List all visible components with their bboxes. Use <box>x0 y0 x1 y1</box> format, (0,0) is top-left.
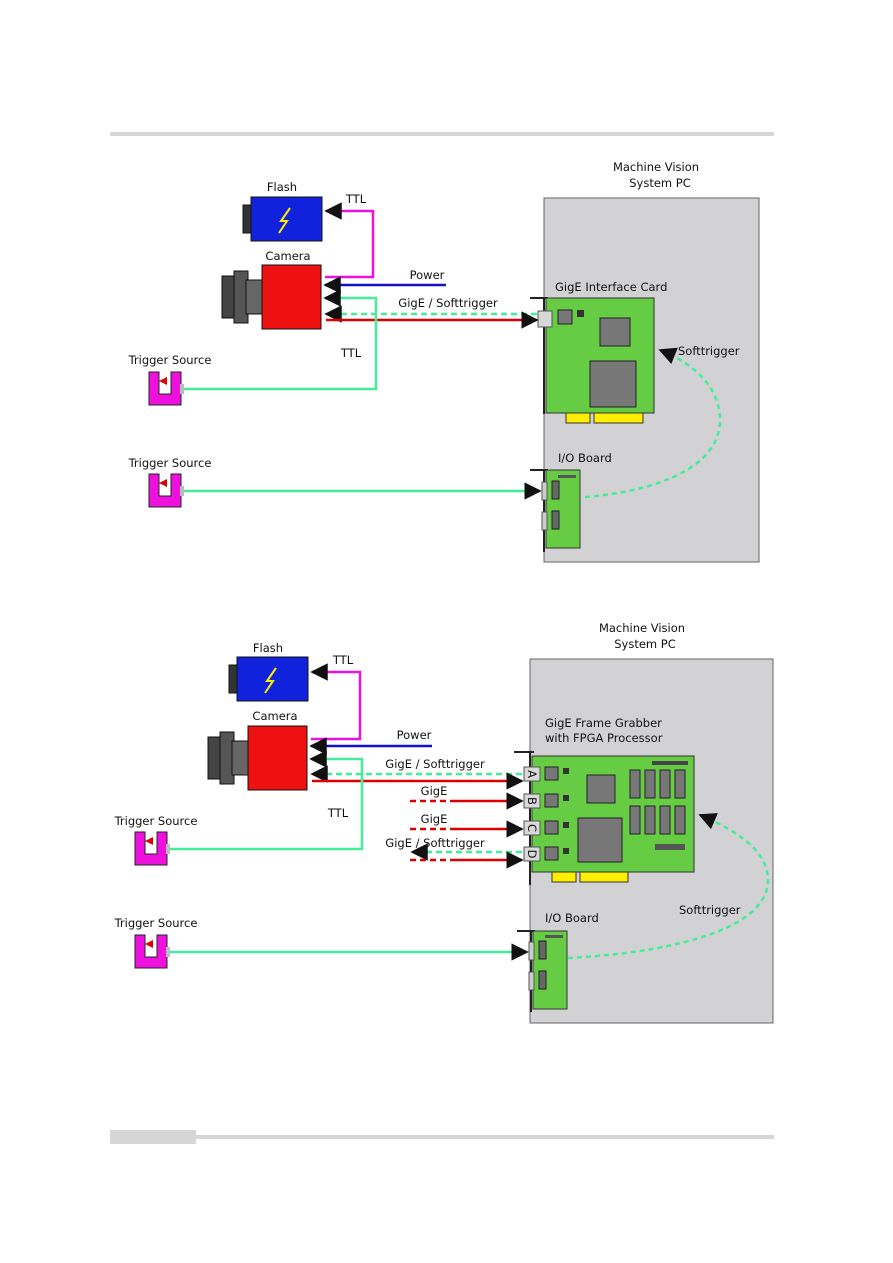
port-b-label: B <box>525 797 539 805</box>
footer-tab <box>110 1130 196 1144</box>
camera <box>261 264 322 330</box>
camera-label: Camera <box>265 249 310 263</box>
card-chip-small <box>557 309 573 325</box>
grabber-strip-top <box>652 761 688 765</box>
io-chip-1 <box>551 480 560 500</box>
io2-chip-2 <box>538 970 547 990</box>
trigger-ttl-label: TTL <box>340 346 362 360</box>
softtrigger-label: Softtrigger <box>678 344 740 358</box>
io2-chip-bar <box>545 935 563 938</box>
flash2-label: Flash <box>253 641 283 655</box>
card-edge-connector-2 <box>593 412 644 424</box>
gige-softtrigger-label: GigE / Softtrigger <box>398 296 498 310</box>
grabber-fpga <box>577 817 623 863</box>
card-chip-big <box>589 360 637 408</box>
trigger-ttl-line <box>182 289 378 391</box>
card-port <box>537 310 553 328</box>
flash-bolt-icon <box>278 207 291 234</box>
trigger-source-1-icon <box>148 371 184 406</box>
card-chip-mid <box>599 317 631 347</box>
interface-card-label: GigE Interface Card <box>555 280 667 294</box>
trigger2-source-1-label: Trigger Source <box>114 814 198 828</box>
io2-port-1 <box>528 941 535 961</box>
trigger2-source-2-icon <box>134 934 170 969</box>
port-a-label: A <box>525 770 539 778</box>
flash-ttl-line <box>324 202 375 279</box>
trigger-source-2-icon <box>148 473 184 508</box>
grabber-port-c: C <box>523 820 569 836</box>
camera2-label: Camera <box>252 709 297 723</box>
power-label: Power <box>410 268 445 282</box>
softtrigger2-label: Softtrigger <box>679 903 741 917</box>
pc2-title-line1: Machine Vision <box>599 621 685 635</box>
io-port-1 <box>541 481 548 501</box>
flash2-ttl-label: TTL <box>332 653 354 667</box>
gige-softtrigger-a-label: GigE / Softtrigger <box>385 757 485 771</box>
trigger2-source-1-icon <box>134 831 170 866</box>
camera-2 <box>247 725 308 791</box>
flash-ttl-label: TTL <box>345 192 367 206</box>
io-chip-bar <box>558 475 576 478</box>
gige-b-label: GigE <box>421 784 448 798</box>
io-chip-2 <box>551 510 560 530</box>
grabber-port-d: D <box>523 846 569 862</box>
power2-label: Power <box>397 728 432 742</box>
footer-rule <box>110 1135 774 1139</box>
grabber-chip-top <box>586 774 616 804</box>
flash <box>250 196 323 242</box>
header-rule <box>110 132 774 136</box>
io-board <box>545 469 581 549</box>
camera-lens-ring-3 <box>245 279 265 315</box>
flash2-ttl-line <box>310 663 362 741</box>
softtrigger-line <box>584 347 722 499</box>
pc-title-line2: System PC <box>629 176 691 190</box>
trigger-source-2-label: Trigger Source <box>128 456 212 470</box>
grabber-memory-chips <box>629 769 686 835</box>
gige-c-label: GigE <box>421 812 448 826</box>
trigger2-source-2-label: Trigger Source <box>114 916 198 930</box>
flash2-bolt-icon <box>264 667 277 694</box>
frame-grabber-label-1: GigE Frame Grabber <box>545 716 662 730</box>
pc-title-line1: Machine Vision <box>613 160 699 174</box>
diagram-2: Machine Vision System PC GigE Frame Grab… <box>114 621 774 1024</box>
trigger-source-1-label: Trigger Source <box>128 353 212 367</box>
gige-softtrigger-d-label: GigE / Softtrigger <box>385 836 485 850</box>
io2-chip-1 <box>538 940 547 960</box>
card-edge-connector-1 <box>565 412 591 424</box>
io-board-label: I/O Board <box>558 451 612 465</box>
grabber-edge-connector-2 <box>579 871 629 883</box>
grabber-edge-connector-1 <box>551 871 577 883</box>
trigger2-ttl-line <box>168 750 364 851</box>
grabber-port-a: A <box>523 766 569 782</box>
card-chip-tiny <box>577 310 584 317</box>
io-board-2 <box>532 930 568 1010</box>
grabber-port-b: B <box>523 793 569 809</box>
camera2-lens-ring-3 <box>231 740 251 776</box>
flash-2 <box>236 656 309 702</box>
port-c-label: C <box>525 824 539 832</box>
pc2-title-line2: System PC <box>614 637 676 651</box>
flash-label: Flash <box>267 180 297 194</box>
softtrigger2-line <box>567 813 770 960</box>
frame-grabber-label-2: with FPGA Processor <box>545 731 663 745</box>
grabber-strip-bottom <box>655 844 685 850</box>
trigger2-ttl-label: TTL <box>327 806 349 820</box>
port-d-label: D <box>525 850 539 859</box>
io-board2-label: I/O Board <box>545 911 599 925</box>
io2-port-2 <box>528 971 535 991</box>
diagram-1: Machine Vision System PC GigE Interface … <box>128 160 760 563</box>
io-port-2 <box>541 511 548 531</box>
